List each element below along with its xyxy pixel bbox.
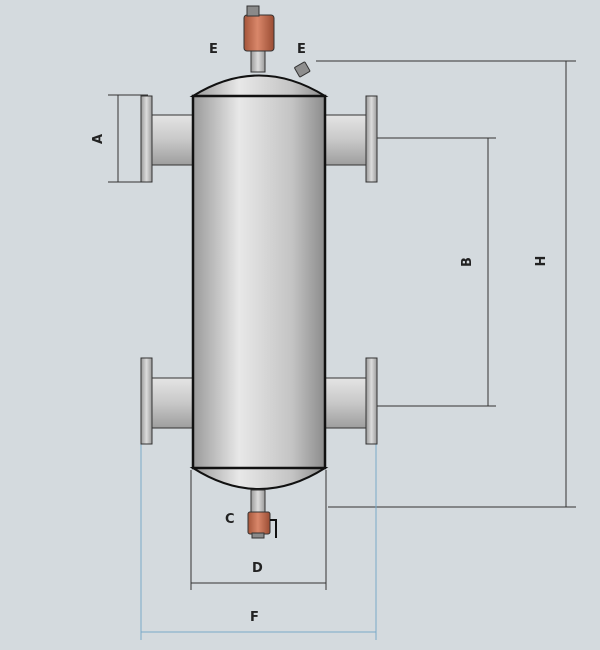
label-b: B xyxy=(460,257,475,267)
vessel xyxy=(189,74,329,490)
drain-handle xyxy=(270,519,277,538)
label-d: D xyxy=(252,561,263,576)
flange-top-right xyxy=(365,95,378,183)
label-e-side: E xyxy=(297,42,306,57)
vessel-bottom-dome xyxy=(189,467,329,490)
dimension-lines-blue xyxy=(140,444,377,640)
vessel-body xyxy=(191,94,327,470)
top-vent-valve xyxy=(243,5,275,73)
label-a: A xyxy=(91,134,106,144)
flange-bottom-right xyxy=(365,357,378,445)
vent-cap xyxy=(246,5,260,17)
label-e-top: E xyxy=(209,42,218,57)
vent-body xyxy=(243,14,275,52)
label-c: C xyxy=(225,512,235,527)
drain-valve xyxy=(247,489,277,539)
nozzle-bottom-right xyxy=(323,377,367,429)
drain-outlet xyxy=(251,532,265,539)
label-f: F xyxy=(250,610,259,625)
label-h: H xyxy=(534,256,549,267)
dimension-labels: E E A B H C D F xyxy=(91,42,549,625)
nozzle-top-left xyxy=(151,114,195,166)
nozzle-top-right xyxy=(323,114,367,166)
flanges xyxy=(140,95,378,445)
dimension-lines xyxy=(108,60,576,590)
flange-top-left xyxy=(140,95,153,183)
vent-stem xyxy=(250,49,266,73)
nozzle-bottom-left xyxy=(151,377,195,429)
drain-body xyxy=(247,511,271,535)
vessel-top-dome xyxy=(189,74,329,97)
flange-bottom-left xyxy=(140,357,153,445)
side-vent-plug xyxy=(294,61,311,78)
drain-stem xyxy=(250,489,266,513)
